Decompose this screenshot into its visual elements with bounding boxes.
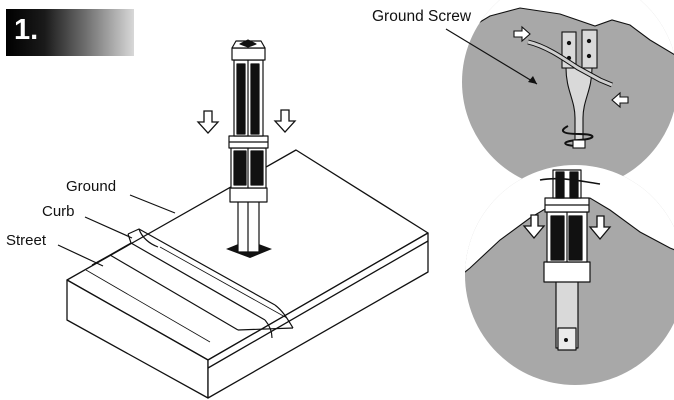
- down-arrow-icon: [273, 109, 297, 133]
- curb-and-street: [85, 228, 294, 343]
- step-badge: 1.: [6, 9, 134, 56]
- post-on-screw-detail: [465, 165, 674, 385]
- street-label: Street: [6, 232, 47, 249]
- left-arrow-icon: [611, 91, 629, 109]
- ground-screw-detail: [462, 0, 674, 190]
- right-arrow-icon: [513, 25, 531, 43]
- down-arrow-icon: [196, 110, 220, 134]
- down-arrow-icon: [522, 214, 546, 240]
- down-arrow-icon: [588, 215, 612, 241]
- step-number: 1.: [14, 14, 39, 46]
- curb-label: Curb: [42, 203, 75, 220]
- post: [228, 39, 269, 253]
- ground-label: Ground: [66, 178, 117, 195]
- label-leaders: [57, 194, 176, 267]
- ground-screw-leader: [445, 28, 538, 85]
- ground-screw-label: Ground Screw: [372, 8, 472, 25]
